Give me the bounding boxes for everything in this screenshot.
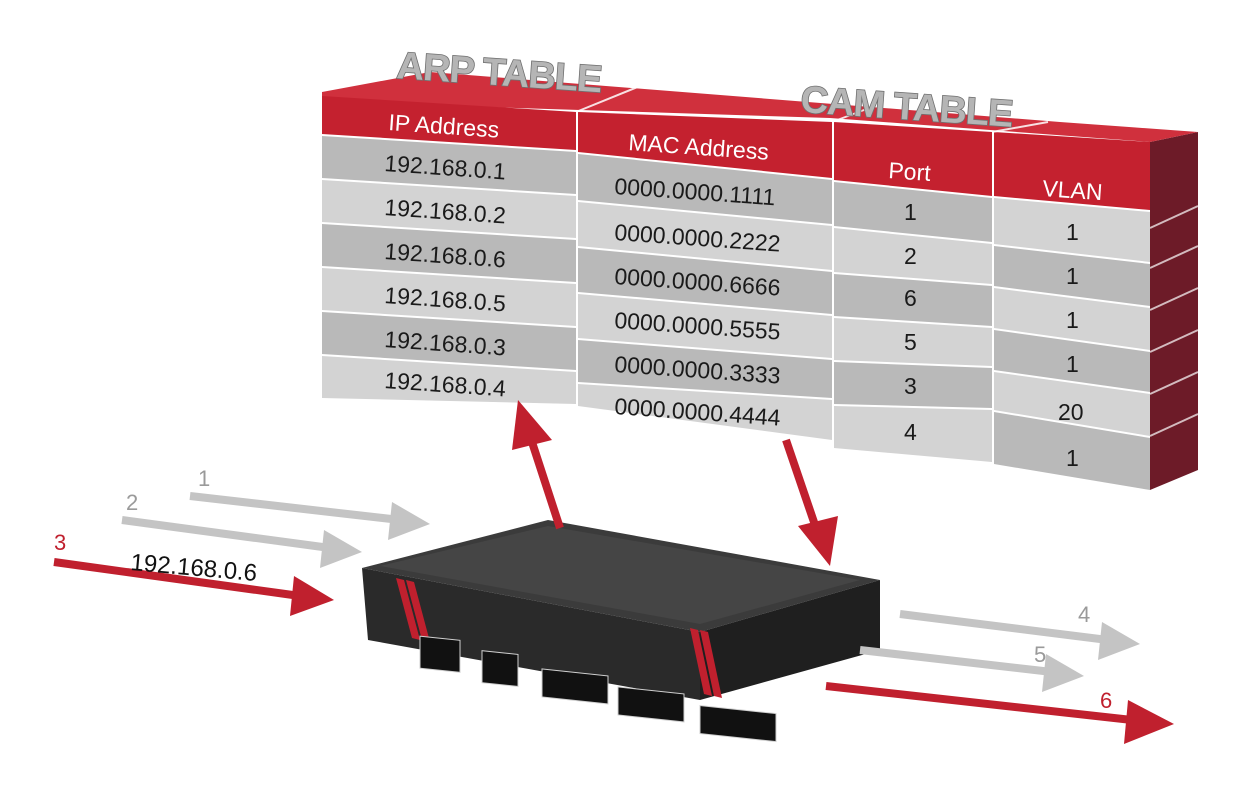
arrow-label-3: 3 <box>54 530 66 555</box>
cam-mac-rows <box>578 154 832 440</box>
vlan-cell: 1 <box>1066 351 1079 377</box>
arp-table-header-bar <box>322 96 576 150</box>
outbound-arrow-4 <box>899 610 1140 660</box>
top-face-dividers <box>575 85 1049 133</box>
port-cell: 6 <box>904 285 917 311</box>
port-cell: 2 <box>904 243 917 269</box>
cam-mac-header-bar <box>578 112 832 178</box>
network-switch <box>362 520 880 743</box>
inbound-arrow-2 <box>121 516 362 568</box>
port-cell: 3 <box>904 373 917 399</box>
arp-table-rows <box>322 136 576 404</box>
inbound-packet-ip-label: 192.168.0.6 <box>129 549 258 587</box>
tables-top-face <box>322 72 1198 142</box>
switch-ports <box>419 635 777 743</box>
arrow-label-5: 5 <box>1034 642 1046 667</box>
vlan-cell: 20 <box>1058 399 1084 425</box>
switch-red-stripes <box>396 578 722 698</box>
vlan-cell: 1 <box>1066 219 1079 245</box>
arp-lookup-arrow <box>512 400 564 530</box>
outbound-arrow-6 <box>825 682 1174 744</box>
cam-header-vlan: VLAN <box>1042 175 1104 205</box>
cam-side-row-lines <box>1149 205 1199 437</box>
cam-table-side-face <box>1150 132 1198 490</box>
arrow-label-1: 1 <box>198 466 210 491</box>
vlan-cell: 1 <box>1066 445 1079 471</box>
cam-header-port: Port <box>888 157 933 186</box>
cam-lookup-arrow <box>782 438 838 566</box>
cam-port-header-bar <box>834 122 992 196</box>
port-cell: 5 <box>904 329 917 355</box>
cam-vlan-rows <box>994 198 1150 490</box>
cam-port-rows <box>834 182 992 462</box>
port-cell: 4 <box>904 419 917 445</box>
vlan-cell: 1 <box>1066 307 1079 333</box>
vlan-cells: 1 1 1 1 20 1 <box>1058 219 1084 471</box>
cam-vlan-header-bar <box>994 132 1150 210</box>
port-cells: 1 2 6 5 3 4 <box>904 199 917 445</box>
outbound-arrow-5 <box>859 646 1084 692</box>
port-cell: 1 <box>904 199 917 225</box>
arrow-label-2: 2 <box>126 490 138 515</box>
inbound-arrow-3 <box>53 558 334 616</box>
arrow-label-4: 4 <box>1078 602 1090 627</box>
arrow-label-6: 6 <box>1100 688 1112 713</box>
vlan-cell: 1 <box>1066 263 1079 289</box>
inbound-arrow-1 <box>189 492 430 540</box>
